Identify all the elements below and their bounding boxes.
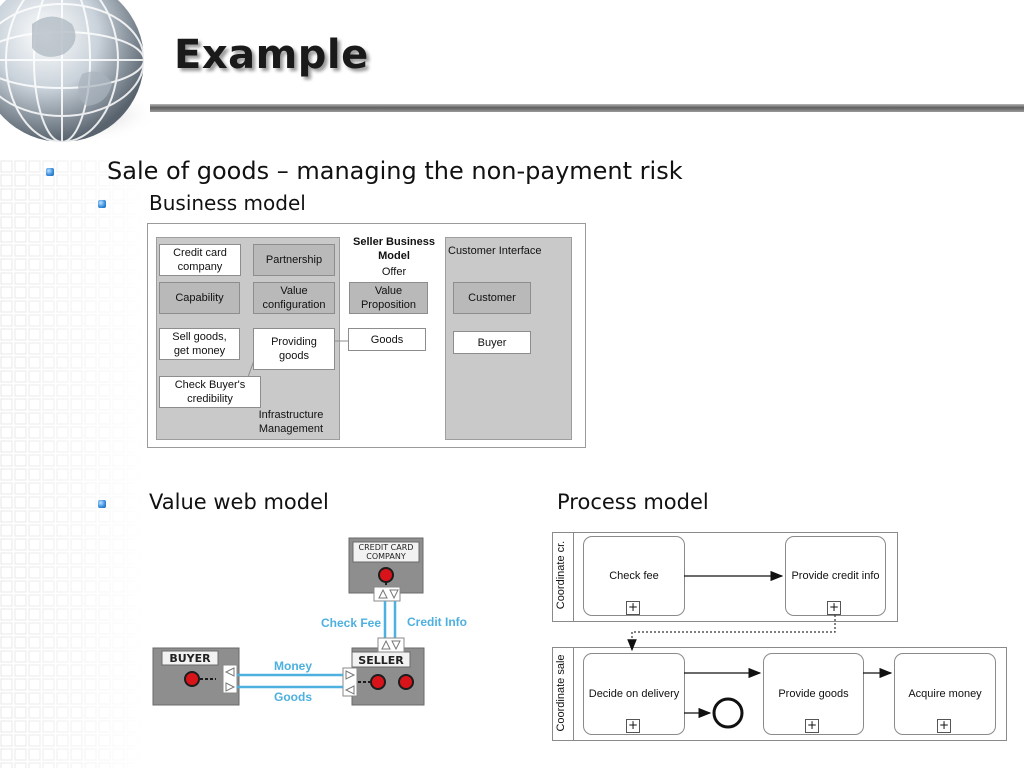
providing-goods-line2: goods	[279, 350, 309, 362]
value-configuration-line2: configuration	[262, 299, 326, 311]
slide-title: Example	[174, 32, 369, 78]
value-proposition-line1: Value	[374, 285, 403, 297]
credit-card-company-label-line1: CREDIT CARD	[359, 543, 414, 552]
subprocess-plus-icon: +	[805, 718, 819, 733]
capability-box: Capability	[159, 282, 240, 314]
providing-goods-line1: Providing	[271, 336, 317, 348]
credit-info-label: Credit Info	[407, 615, 467, 629]
sell-goods-box: Sell goods, get money	[159, 328, 240, 360]
value-dot	[370, 674, 386, 690]
value-dot	[378, 567, 394, 583]
check-buyer-credibility-box: Check Buyer's credibility	[159, 376, 261, 408]
lane-label-coordinate-sale: Coordinate sale	[555, 654, 567, 732]
subprocess-plus-icon: +	[827, 600, 841, 615]
value-proposition-box: Value Proposition	[349, 282, 428, 314]
credit-card-company-line2: company	[177, 261, 223, 273]
check-buyer-line1: Check Buyer's	[174, 379, 246, 391]
bullet-marker	[98, 500, 106, 508]
providing-goods-box: Providing goods	[253, 328, 335, 370]
bullet-marker	[46, 168, 54, 176]
business-model-diagram: Seller Business Model Offer Customer Int…	[147, 223, 586, 448]
bullet-value-web-model: Value web model	[149, 490, 329, 514]
goods-label: Goods	[274, 690, 312, 704]
partnership-box: Partnership	[253, 244, 335, 276]
lane-separator	[573, 647, 574, 740]
infrastructure-label-line1: Infrastructure	[258, 409, 324, 421]
infrastructure-label-line2: Management	[258, 423, 324, 435]
seller-business-model-title-line2: Model	[378, 250, 410, 262]
title-underline-bar	[150, 104, 1024, 112]
seller-actor: SELLER	[342, 637, 425, 706]
credit-card-company-box: Credit card company	[159, 244, 241, 276]
money-label: Money	[274, 659, 312, 673]
buyer-label: BUYER	[169, 652, 211, 665]
subprocess-plus-icon: +	[626, 718, 640, 733]
credit-card-company-label-line2: COMPANY	[366, 552, 406, 561]
value-proposition-line2: Proposition	[360, 299, 417, 311]
subprocess-plus-icon: +	[626, 600, 640, 615]
seller-business-model-title-line1: Seller Business	[353, 236, 435, 248]
lane-label-coordinate-credit: Coordinate cr.	[555, 540, 567, 610]
goods-box: Goods	[348, 328, 426, 351]
globe-logo	[0, 0, 157, 144]
offer-label: Offer	[381, 266, 407, 278]
check-buyer-line2: credibility	[187, 393, 233, 405]
subprocess-plus-icon: +	[937, 718, 951, 733]
seller-label: SELLER	[358, 654, 404, 667]
credit-card-company-actor: CREDIT CARD COMPANY	[348, 537, 424, 602]
bullet-business-model: Business model	[149, 191, 306, 215]
bullet-sale-of-goods: Sale of goods – managing the non-payment…	[107, 157, 683, 185]
customer-box: Customer	[453, 282, 531, 314]
lane-separator	[573, 532, 574, 621]
bullet-marker	[98, 200, 106, 208]
sell-goods-line1: Sell goods,	[172, 331, 227, 343]
value-dot	[184, 671, 200, 687]
value-dot	[398, 674, 414, 690]
background-grid-pattern	[0, 160, 150, 768]
seller-business-model-title: Seller Business Model	[346, 235, 442, 263]
infrastructure-management-label: Infrastructure Management	[248, 408, 334, 436]
buyer-actor: BUYER	[152, 647, 240, 706]
bullet-process-model: Process model	[557, 490, 709, 514]
value-configuration-line1: Value	[280, 285, 308, 297]
credit-card-company-line1: Credit card	[173, 247, 227, 259]
value-configuration-box: Value configuration	[253, 282, 335, 314]
buyer-box: Buyer	[453, 331, 531, 354]
customer-interface-label: Customer Interface	[448, 245, 542, 257]
check-fee-label: Check Fee	[321, 616, 381, 630]
value-web-diagram: CREDIT CARD COMPANY Check Fee Credit Inf…	[152, 537, 467, 706]
sell-goods-line2: get money	[173, 345, 226, 357]
